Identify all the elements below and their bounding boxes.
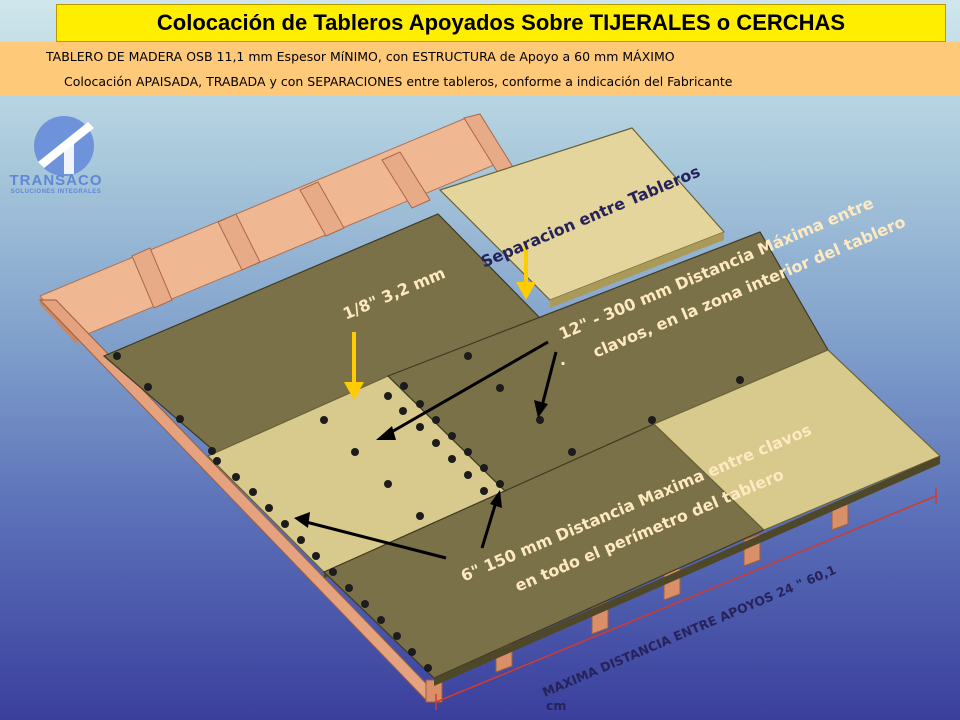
nail	[312, 552, 320, 560]
nail	[351, 448, 359, 456]
nail	[377, 616, 385, 624]
nail	[416, 512, 424, 520]
nail	[297, 536, 305, 544]
nail	[648, 416, 656, 424]
subtitle-box: TABLERO DE MADERA OSB 11,1 mm Espesor Mí…	[0, 42, 960, 96]
nail	[736, 376, 744, 384]
page-title: Colocación de Tableros Apoyados Sobre TI…	[56, 4, 946, 42]
nail	[480, 487, 488, 495]
nail	[432, 416, 440, 424]
nail	[464, 448, 472, 456]
nail	[345, 584, 353, 592]
nails	[113, 352, 744, 672]
arrow-head-icon	[490, 490, 502, 508]
rafter-a	[131, 247, 173, 309]
arrow-head-icon	[534, 400, 548, 418]
nail	[393, 632, 401, 640]
nail	[399, 407, 407, 415]
nail	[536, 416, 544, 424]
nail	[361, 600, 369, 608]
logo-tagline: SOLUCIONES INTEGRALES	[10, 189, 102, 195]
nail	[329, 568, 337, 576]
nail	[320, 416, 328, 424]
logo-name: TRANSACO	[9, 172, 103, 189]
dimension-line	[435, 488, 937, 710]
label-apoyos-2: cm	[546, 698, 567, 713]
nail	[480, 464, 488, 472]
nail	[408, 648, 416, 656]
nail	[496, 384, 504, 392]
yellow-arrows	[344, 246, 536, 400]
nail	[400, 382, 408, 390]
arrow-head-icon	[294, 512, 310, 528]
label-interior-dot: .	[560, 350, 567, 369]
nail	[384, 480, 392, 488]
arrow-head-icon	[376, 426, 396, 440]
rafter-b	[217, 213, 261, 271]
nail	[265, 504, 273, 512]
down-arrow-icon	[344, 382, 364, 400]
nail	[232, 473, 240, 481]
nail	[568, 448, 576, 456]
subtitle-line-1: TABLERO DE MADERA OSB 11,1 mm Espesor Mí…	[46, 49, 675, 64]
nail	[144, 383, 152, 391]
nail	[281, 520, 289, 528]
transaco-globe-icon	[34, 116, 94, 176]
nail	[432, 439, 440, 447]
rafter-d	[381, 151, 431, 209]
nail	[448, 432, 456, 440]
nail	[448, 455, 456, 463]
nail	[176, 415, 184, 423]
osb-panels	[102, 127, 942, 686]
nail	[464, 471, 472, 479]
panel-top-right-light-edge	[550, 232, 724, 308]
down-arrow-icon	[516, 282, 536, 300]
nail	[464, 352, 472, 360]
nail	[416, 400, 424, 408]
nail	[384, 392, 392, 400]
nail	[113, 352, 121, 360]
subtitle-line-2: Colocación APAISADA, TRABADA y con SEPAR…	[64, 74, 733, 89]
nail	[424, 664, 432, 672]
panel-bottom-edge	[434, 456, 940, 686]
nail	[213, 457, 221, 465]
nail	[416, 423, 424, 431]
nail	[208, 447, 216, 455]
nail	[496, 480, 504, 488]
nail	[249, 488, 257, 496]
pointer-arrows	[294, 340, 558, 560]
rafter-c	[299, 181, 345, 237]
